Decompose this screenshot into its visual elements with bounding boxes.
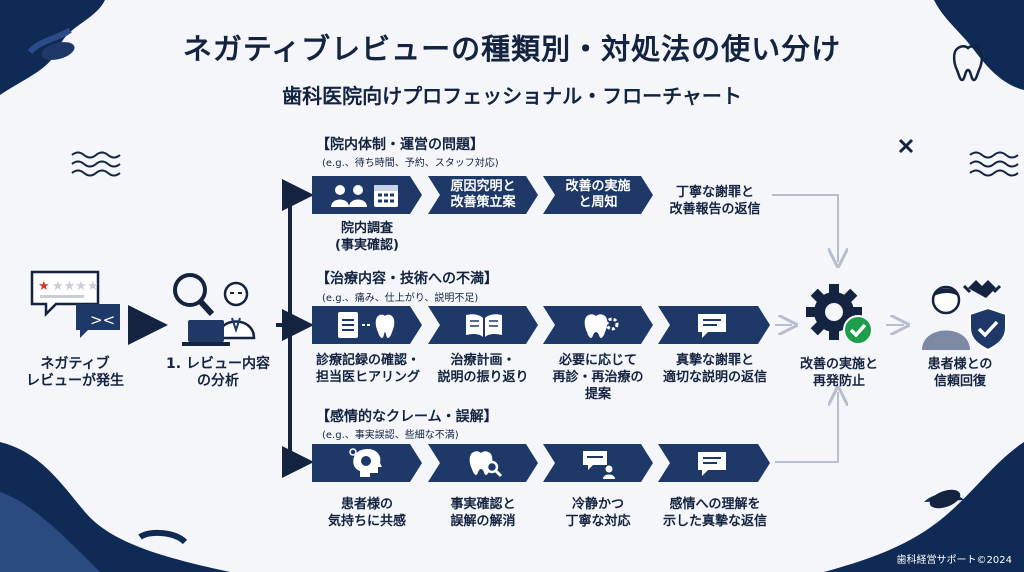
tooth-search-icon: [466, 447, 506, 479]
branch-1-step-3: 改善の実施 と周知: [543, 176, 653, 214]
svg-text:★: ★: [38, 279, 50, 294]
message-icon: [696, 450, 732, 478]
branch-1-reply-caption: 丁寧な謝罪と 改善報告の返信: [669, 185, 761, 217]
tooth-outline-icon: [952, 44, 984, 82]
branch-2-step-2-caption: 治療計画・ 説明の振り返り: [437, 353, 529, 385]
bottom-left-wave-decoration: [0, 442, 230, 572]
branch-3-step-1-caption: 患者様の 気持ちに共感: [327, 497, 406, 529]
open-book-icon: [464, 311, 504, 339]
branch-3-example: (e.g.、事実誤認、些細な不満): [322, 430, 459, 441]
branch-2-step-1-caption: 診療記録の確認・ 担当医ヒアリング: [315, 353, 420, 385]
copyright-footer: 歯科経営サポート©2024: [896, 555, 1012, 566]
staff-calendar-icon: [328, 181, 404, 209]
records-tooth-icon: [336, 310, 400, 340]
branch-2-step-4-caption: 真摯な謝罪と 適切な説明の返信: [662, 353, 767, 385]
branch-1-step-2: 原因究明と 改善策立案: [428, 176, 538, 214]
branch-1-step-1-caption: 院内調査 (事実確認): [335, 221, 399, 253]
branch-3-step-2-caption: 事実確認と 誤解の解消: [450, 497, 516, 529]
branch-3-step-4: [658, 444, 770, 482]
branch-2-title: 【治療内容・技術への不満】: [316, 271, 498, 287]
branch-2-example: (e.g.、痛み、仕上がり、説明不足): [322, 293, 479, 304]
page-title: ネガティブレビューの種類別・対処法の使い分け: [182, 32, 842, 66]
svg-text:★★★★: ★★★★: [52, 279, 99, 294]
branch-3-step-3-caption: 冷静かつ 丁寧な対応: [565, 497, 631, 529]
branch-2-step-3: [543, 306, 653, 344]
close-mark-icon: [898, 138, 914, 154]
floating-blob-left: [41, 42, 75, 60]
branch-1-step-1: [312, 176, 422, 214]
branch-3-step-1: [312, 444, 422, 482]
negative-review-icon: ★ ★★★★ ><: [30, 270, 120, 338]
analysis-label: 1. レビュー内容 の分析: [166, 356, 270, 389]
branch-2-step-4: [658, 306, 770, 344]
outcome-improve-label: 改善の実施と 再発防止: [799, 357, 878, 389]
person-chat-icon: [579, 449, 619, 479]
gear-check-icon: [806, 284, 873, 345]
branch-2-step-2: [428, 306, 538, 344]
page-subtitle: 歯科医院向けプロフェッショナル・フローチャート: [282, 84, 742, 108]
branch-1-example: (e.g.、待ち時間、予約、スタッフ対応): [322, 158, 499, 169]
empathy-head-icon: [348, 447, 388, 479]
branch-2-step-1: [312, 306, 422, 344]
branch-3-step-2: [428, 444, 538, 482]
outcome-trust-label: 患者様との 信頼回復: [927, 357, 993, 389]
branch-2-step-3-caption: 必要に応じて 再診・再治療の 提案: [552, 353, 644, 402]
message-icon: [696, 312, 732, 340]
branch-1-step-2-label: 原因究明と 改善策立案: [450, 179, 516, 210]
branch-3-title: 【感情的なクレーム・誤解】: [316, 409, 498, 425]
branch-1-step-3-label: 改善の実施 と周知: [565, 179, 631, 210]
branch-3-step-4-caption: 感情への理解を 示した真摯な返信: [662, 497, 767, 529]
start-label: ネガティブ レビューが発生: [26, 356, 124, 389]
branch-3-step-3: [543, 444, 653, 482]
svg-text:><: ><: [90, 311, 115, 329]
floating-blob-right: [929, 489, 961, 509]
top-right-wave-decoration: [934, 0, 1024, 90]
tooth-gear-icon: [581, 310, 621, 340]
doctor-magnifier-icon: [173, 273, 256, 346]
branch-1-title: 【院内体制・運営の問題】: [316, 137, 484, 153]
wave-lines-left-decoration: [71, 151, 121, 177]
patient-trust-icon: [922, 280, 1007, 352]
wave-lines-right-decoration: [969, 151, 1019, 177]
